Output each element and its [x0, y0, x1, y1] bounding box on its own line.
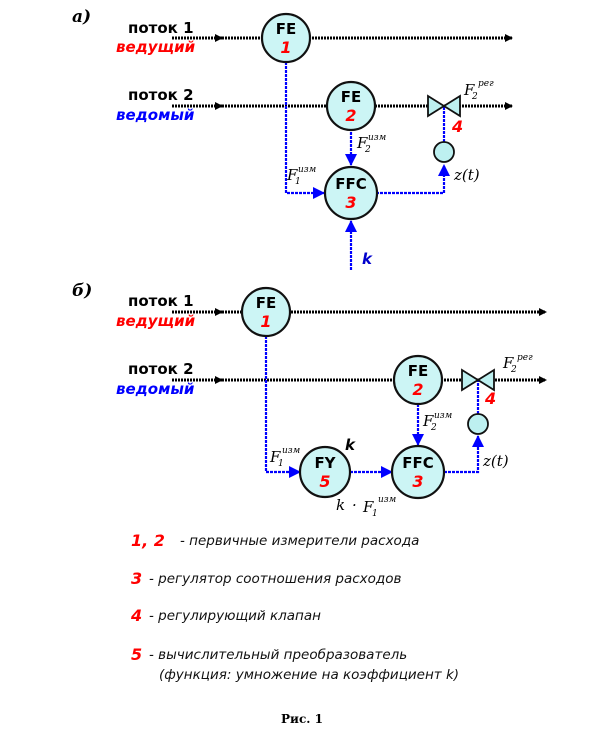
- node-fe1[interactable]: FE 1: [240, 286, 292, 338]
- node-fe2[interactable]: FE 2: [392, 354, 444, 406]
- legend-item: 4 - регулирующий клапан: [130, 606, 321, 625]
- svg-text:- регулятор соотношения расход: - регулятор соотношения расходов: [149, 571, 402, 587]
- valve-actuator: [467, 413, 489, 435]
- figure-caption: Рис. 1: [281, 712, 323, 726]
- node-ffc-tag: FFC: [402, 454, 434, 472]
- svg-text:2: 2: [510, 365, 517, 375]
- flow2-name: поток 2: [128, 86, 194, 104]
- svg-text:1: 1: [295, 177, 301, 187]
- svg-text:рег: рег: [517, 353, 533, 363]
- signal-ffc-to-actuator: [376, 164, 450, 195]
- label-f1-meas: F 1 изм: [286, 165, 316, 187]
- node-fe1-tag: FE: [276, 20, 297, 38]
- node-fe2-num: 2: [345, 106, 356, 125]
- label-f-reg: F 2 рег: [463, 79, 494, 102]
- svg-text:F: F: [463, 81, 475, 99]
- svg-text:3: 3: [131, 569, 142, 588]
- svg-text:4: 4: [130, 606, 142, 625]
- label-f2-meas: F 2 изм: [356, 133, 386, 155]
- svg-text:изм: изм: [378, 495, 396, 505]
- svg-text:(функция: умножение на коэффиц: (функция: умножение на коэффициент k): [159, 667, 459, 683]
- node-ffc-num: 3: [345, 193, 356, 212]
- svg-text:изм: изм: [282, 446, 300, 456]
- control-valve[interactable]: 4: [461, 368, 496, 435]
- node-ffc-num: 3: [412, 472, 423, 491]
- node-fe2-tag: FE: [408, 362, 429, 380]
- node-ffc[interactable]: FFC 3: [323, 165, 379, 221]
- svg-text:изм: изм: [368, 133, 386, 143]
- panel-b: б) поток 1 ведущий поток 2 ведомый FE 1 …: [72, 281, 547, 519]
- svg-text:2: 2: [430, 423, 437, 433]
- signal-ffc-to-actuator: [444, 435, 484, 474]
- panel-a: а) поток 1 ведущий поток 2 ведомый FE 1 …: [72, 7, 513, 270]
- svg-text:F: F: [422, 412, 434, 430]
- node-fe2-tag: FE: [341, 88, 362, 106]
- svg-text:рег: рег: [478, 79, 494, 89]
- valve-num: 4: [484, 389, 496, 408]
- label-f-reg: F 2 рег: [502, 353, 533, 375]
- control-valve[interactable]: 4: [427, 94, 463, 163]
- node-fy-tag: FY: [314, 454, 336, 472]
- flow1-name: поток 1: [128, 19, 194, 37]
- svg-text:k: k: [336, 496, 345, 514]
- svg-text:- регулирующий клапан: - регулирующий клапан: [149, 608, 321, 624]
- label-f2-meas: F 2 изм: [422, 411, 452, 433]
- label-k: k: [345, 436, 356, 454]
- svg-text:F: F: [502, 354, 514, 372]
- flow2-name: поток 2: [128, 360, 194, 378]
- node-fe2[interactable]: FE 2: [325, 80, 377, 132]
- svg-text:F: F: [356, 134, 368, 152]
- node-fy[interactable]: FY 5: [298, 445, 352, 499]
- signal-f1-to-ffc: [284, 62, 325, 199]
- flow1-role: ведущий: [116, 312, 196, 330]
- signal-f1-to-fy: [264, 336, 301, 478]
- flow1-role: ведущий: [116, 38, 196, 56]
- svg-text:изм: изм: [434, 411, 452, 421]
- panel-b-label: б): [72, 281, 92, 301]
- label-z-t: z(t): [482, 452, 509, 470]
- svg-text:- первичные измерители расхода: - первичные измерители расхода: [180, 533, 419, 549]
- legend-item: 3 - регулятор соотношения расходов: [131, 569, 402, 588]
- svg-text:- вычислительный преобразовате: - вычислительный преобразователь: [149, 647, 407, 663]
- svg-text:изм: изм: [298, 165, 316, 175]
- node-fe1-num: 1: [280, 38, 291, 57]
- svg-text:1, 2: 1, 2: [131, 531, 165, 550]
- legend: 1, 2 - первичные измерители расхода 3 - …: [130, 531, 459, 683]
- node-ffc[interactable]: FFC 3: [390, 444, 446, 500]
- label-k: k: [362, 250, 373, 268]
- node-fe1-tag: FE: [256, 294, 277, 312]
- panel-a-label: а): [72, 7, 91, 27]
- valve-actuator: [433, 141, 455, 163]
- svg-text:F: F: [362, 498, 374, 516]
- svg-text:1: 1: [372, 509, 378, 519]
- svg-text:2: 2: [471, 92, 478, 102]
- svg-text:2: 2: [364, 145, 371, 155]
- legend-item: 5 - вычислительный преобразователь (функ…: [131, 645, 459, 683]
- node-fy-num: 5: [319, 472, 330, 491]
- flow2-role: ведомый: [116, 106, 195, 124]
- svg-text:1: 1: [278, 459, 284, 469]
- label-z-t: z(t): [453, 166, 480, 184]
- svg-text:F: F: [269, 448, 281, 466]
- svg-text:·: ·: [352, 496, 357, 514]
- node-fe1[interactable]: FE 1: [260, 12, 312, 64]
- label-k-times-f1: k · F 1 изм: [336, 495, 396, 519]
- svg-text:F: F: [286, 166, 298, 184]
- node-fe1-num: 1: [260, 312, 271, 331]
- flow2-role: ведомый: [116, 380, 195, 398]
- valve-num: 4: [451, 117, 463, 136]
- legend-item: 1, 2 - первичные измерители расхода: [131, 531, 419, 550]
- node-ffc-tag: FFC: [335, 175, 367, 193]
- flow1-name: поток 1: [128, 292, 194, 310]
- svg-text:5: 5: [131, 645, 142, 664]
- label-f1-meas: F 1 изм: [269, 446, 300, 469]
- node-fe2-num: 2: [412, 380, 423, 399]
